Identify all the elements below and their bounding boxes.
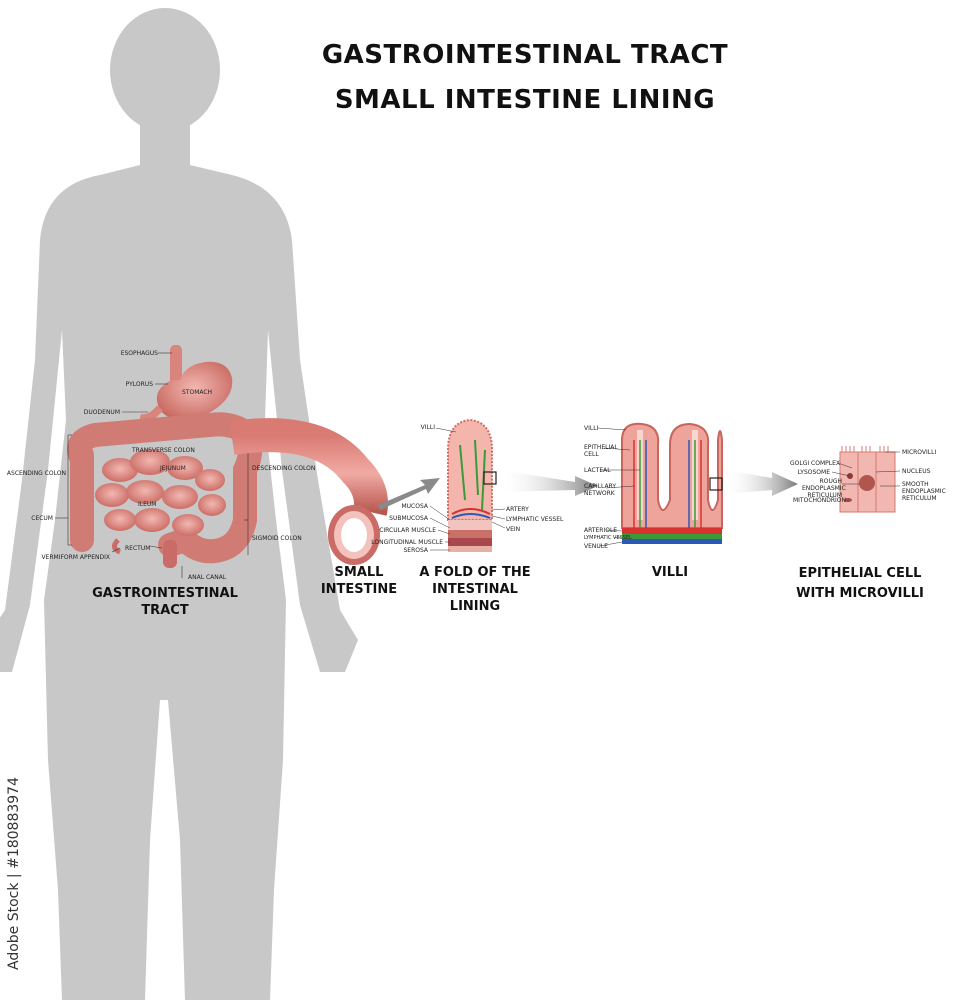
caption-villi: VILLI <box>651 565 689 580</box>
fold-label-villi: VILLI <box>420 424 435 431</box>
fold-label-longitudinal-muscle: LONGITUDINAL MUSCLE <box>371 539 443 546</box>
watermark-text: Adobe Stock | #180883974 <box>6 777 22 970</box>
cell-label-mitochondrion: MITOCHONDRION <box>792 497 846 504</box>
label-anal-canal: ANAL CANAL <box>188 574 227 581</box>
label-transverse-colon: TRANSVERSE COLON <box>132 447 195 454</box>
flow-arrows <box>378 470 798 510</box>
intestine-illustration <box>67 412 262 568</box>
villi-illustration <box>621 422 723 544</box>
title-line-2: SMALL INTESTINE LINING <box>334 85 716 115</box>
label-descending-colon: DESCENDING COLON <box>252 465 316 472</box>
villi-label-epithelial-cell: EPITHELIAL CELL <box>584 444 618 458</box>
stock-watermark: Adobe Stock | #180883974 <box>6 770 36 980</box>
label-esophagus: ESOPHAGUS <box>120 350 158 357</box>
cell-label-golgi-complex: GOLGI COMPLEX <box>790 460 840 467</box>
villi-label-venule: VENULE <box>584 543 608 550</box>
cell-label-microvilli: MICROVILLI <box>902 449 937 456</box>
label-stomach: STOMACH <box>182 389 213 396</box>
title-line-1: GASTROINTESTINAL TRACT <box>321 40 729 70</box>
stomach-illustration <box>139 345 233 423</box>
detail-leader-lines <box>429 427 901 551</box>
label-rectum: RECTUM <box>125 545 151 552</box>
human-silhouette <box>0 8 358 1000</box>
label-cecum: CECUM <box>31 515 53 522</box>
fold-label-submucosa: SUBMUCOSA <box>389 515 428 522</box>
label-jejunum: JEJUNUM <box>160 465 186 472</box>
cell-label-nucleus: NUCLEUS <box>902 468 931 475</box>
caption-gi-tract: GASTROINTESTINAL TRACT <box>92 586 238 618</box>
fold-label-circular-muscle: CIRCULAR MUSCLE <box>379 527 436 534</box>
small-intestine-tube <box>229 418 388 565</box>
fold-label-lymphatic-vessel: LYMPHATIC VESSEL <box>506 516 564 523</box>
cell-label-smooth-er: SMOOTH ENDOPLASMIC RETICULUM <box>902 481 946 502</box>
fold-label-mucosa: MUCOSA <box>401 503 428 510</box>
caption-small-intestine: SMALL INTESTINE <box>320 565 398 597</box>
cell-label-rough-er: ROUGH ENDOPLASMIC RETICULUM <box>802 478 846 499</box>
villi-label-capillary-network: CAPILLARY NETWORK <box>584 483 617 497</box>
villi-label-lacteal: LACTEAL <box>584 467 611 474</box>
villi-label-arteriole: ARTERIOLE <box>584 527 618 534</box>
cell-label-lysosome: LYSOSOME <box>797 469 830 476</box>
villi-label-villi: VILLI <box>584 425 599 432</box>
caption-epithelial-cell: EPITHELIAL CELL WITH MICROVILLI <box>796 566 924 601</box>
fold-illustration <box>447 418 497 552</box>
label-vermiform-appendix: VERMIFORM APPENDIX <box>41 554 110 561</box>
label-ascending-colon: ASCENDING COLON <box>6 470 66 477</box>
fold-label-serosa: SEROSA <box>403 547 428 554</box>
label-duodenum: DUODENUM <box>83 409 120 416</box>
caption-fold: A FOLD OF THE INTESTINAL LINING <box>419 565 531 614</box>
label-ileum: ILEUM <box>138 501 157 508</box>
villi-label-lymphatic-vessel: LYMPHATIC VESSEL <box>584 535 632 541</box>
label-sigmoid-colon: SIGMOID COLON <box>252 535 302 542</box>
fold-label-artery: ARTERY <box>506 506 529 513</box>
label-pylorus: PYLORUS <box>125 381 153 388</box>
fold-label-vein: VEIN <box>506 526 521 533</box>
epithelial-cells-illustration <box>839 446 896 513</box>
